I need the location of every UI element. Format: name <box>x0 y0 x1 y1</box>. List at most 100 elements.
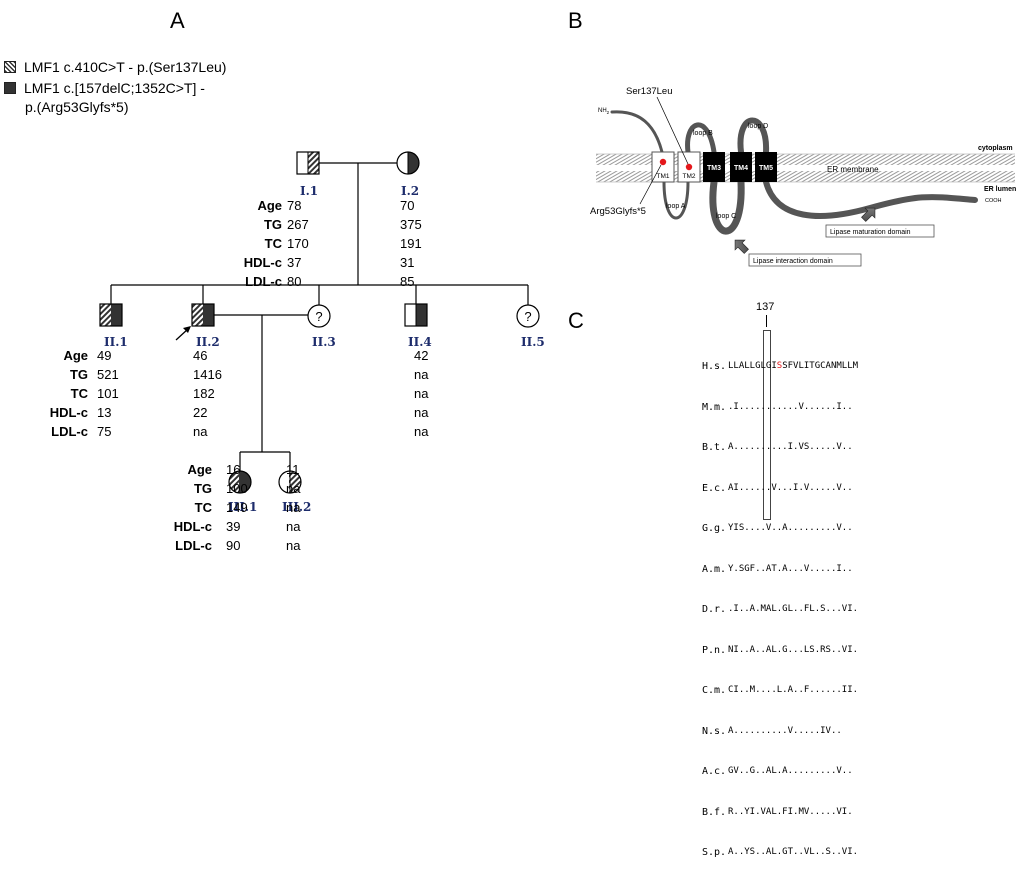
row-label: Age <box>257 198 282 213</box>
value-ldl: na <box>414 424 429 439</box>
legend-item-arg53glyfs: LMF1 c.[157delC;1352C>T] - <box>4 79 205 97</box>
cytoplasm-label: cytoplasm <box>978 145 1013 152</box>
alignment-species-column: H.s. M.m. B.t. E.c. G.g. A.m. D.r. P.n. … <box>702 333 726 873</box>
value-tg: 375 <box>400 217 422 232</box>
row-label: LDL-c <box>51 424 88 439</box>
alignment-position-label: 137 <box>756 301 775 313</box>
sequence-row: R..YI.VAL.FI.MV.....VI. <box>728 806 853 817</box>
species-label: B.f. <box>702 806 727 818</box>
row-label: HDL-c <box>49 405 88 420</box>
individual-ii3-symbol: ? <box>307 304 331 328</box>
n-terminus-subscript: 2 <box>607 110 610 115</box>
value-hdl: 39 <box>226 519 241 534</box>
species-label: B.t. <box>702 442 727 453</box>
species-label: C.m. <box>702 685 727 696</box>
value-hdl: 31 <box>400 255 415 270</box>
row-label: LDL-c <box>175 538 212 553</box>
panel-label-b: B <box>568 8 583 33</box>
value-age: 42 <box>414 348 429 363</box>
row-label: TG <box>69 367 88 382</box>
legend-text: p.(Arg53Glyfs*5) <box>25 99 129 115</box>
individual-iii2-symbol <box>278 470 302 494</box>
individual-i2-symbol <box>396 151 420 175</box>
tm4-label: TM4 <box>734 165 748 172</box>
individual-ii4-symbol <box>404 303 428 327</box>
lipase-maturation-box: Lipase maturation domain <box>825 224 935 238</box>
lipase-maturation-label: Lipase maturation domain <box>830 229 911 236</box>
value-tc: na <box>414 386 429 401</box>
value-ldl: 80 <box>287 274 302 289</box>
legend-item-ser137leu: LMF1 c.410C>T - p.(Ser137Leu) <box>4 58 226 76</box>
sequence-row: NI..A..AL.G...LS.RS..VI. <box>728 644 859 655</box>
interaction-arrow-icon <box>734 239 749 254</box>
individual-ii1-id: II.1 <box>104 335 128 349</box>
tm5-segment: TM5 <box>755 152 777 182</box>
individual-iii2-id: III.2 <box>282 500 312 514</box>
individual-i2-values: 70 375 191 31 85 <box>400 196 422 291</box>
individual-ii5-id: II.5 <box>521 335 545 349</box>
sequence-row: A..........V.....IV.. <box>728 725 842 736</box>
ser137-residue: S <box>776 361 783 371</box>
individual-ii4-values: 42 na na na na <box>414 346 428 441</box>
value-ldl: na <box>193 424 208 439</box>
mutation-callouts <box>639 96 689 205</box>
individual-ii3-id: II.3 <box>312 335 336 349</box>
row-label: TG <box>193 481 212 496</box>
species-label: S.p. <box>702 847 727 858</box>
individual-ii2-symbol <box>191 303 215 327</box>
legend-text: LMF1 c.410C>T - p.(Ser137Leu) <box>24 59 227 75</box>
species-label: A.c. <box>702 766 727 777</box>
maturation-arrow-icon <box>861 207 876 222</box>
species-label: G.g. <box>702 523 727 534</box>
value-tc: na <box>286 500 301 515</box>
species-label: E.c. <box>702 482 727 494</box>
solid-square-icon <box>4 82 16 94</box>
individual-i1-symbol <box>296 151 320 175</box>
legend-item-arg53glyfs-cont: p.(Arg53Glyfs*5) <box>25 98 128 116</box>
value-hdl: na <box>414 405 429 420</box>
arg53glyfs-label: Arg53Glyfs*5 <box>590 206 646 217</box>
hatched-square-icon <box>4 61 16 73</box>
individual-i1-id: I.1 <box>300 184 319 198</box>
species-label: A.m. <box>702 563 727 575</box>
sequence-row: A..YS..AL.GT..VL..S..VI. <box>728 847 859 857</box>
value-tg: 100 <box>226 481 248 496</box>
species-label: N.s. <box>702 725 727 737</box>
sequence-row: A..........I.VS.....V.. <box>728 442 853 452</box>
sequence-row: .I..A.MAL.GL..FL.S...VI. <box>728 604 859 614</box>
individual-ii1-symbol <box>99 303 123 327</box>
value-tc: 191 <box>400 236 422 251</box>
lipase-interaction-box: Lipase interaction domain <box>748 253 862 267</box>
species-label: P.n. <box>702 644 727 656</box>
row-label: HDL-c <box>173 519 212 534</box>
n-terminus-label: NH <box>598 108 607 114</box>
sequence-row: Y.SGF..AT.A...V.....I.. <box>728 563 853 574</box>
species-label: M.m. <box>702 401 727 413</box>
row-label: LDL-c <box>245 274 282 289</box>
sequence-text: SFVLITGCANMLLM <box>782 361 859 371</box>
ser137leu-label: Ser137Leu <box>626 86 672 97</box>
sequence-row: YIS....V..A.........V.. <box>728 523 853 533</box>
value-tg: 521 <box>97 367 119 382</box>
gen-ii-row-labels: Age TG TC HDL-c LDL-c <box>22 346 88 441</box>
value-tg: 1416 <box>193 367 222 382</box>
row-label: TC <box>194 500 212 515</box>
value-tc: 182 <box>193 386 215 401</box>
individual-ii4-id: II.4 <box>408 335 432 349</box>
individual-iii1-symbol <box>228 470 252 494</box>
individual-ii5-symbol: ? <box>516 304 540 328</box>
svg-text:NH2: NH2 <box>598 108 610 115</box>
proband-arrow-icon <box>175 326 191 341</box>
legend-text: LMF1 c.[157delC;1352C>T] - <box>24 80 205 96</box>
value-tg: na <box>286 481 301 496</box>
value-age: 70 <box>400 198 415 213</box>
sequence-row: .I...........V......I.. <box>728 401 853 412</box>
individual-i2-id: I.2 <box>401 184 420 198</box>
c-terminus-label: COOH <box>985 198 1002 204</box>
value-age: 78 <box>287 198 302 213</box>
value-tg: 267 <box>287 217 309 232</box>
value-ldl: 75 <box>97 424 112 439</box>
value-hdl: 13 <box>97 405 112 420</box>
individual-i1-values: 78 267 170 37 80 <box>287 196 309 291</box>
tm3-label: TM3 <box>707 165 721 172</box>
